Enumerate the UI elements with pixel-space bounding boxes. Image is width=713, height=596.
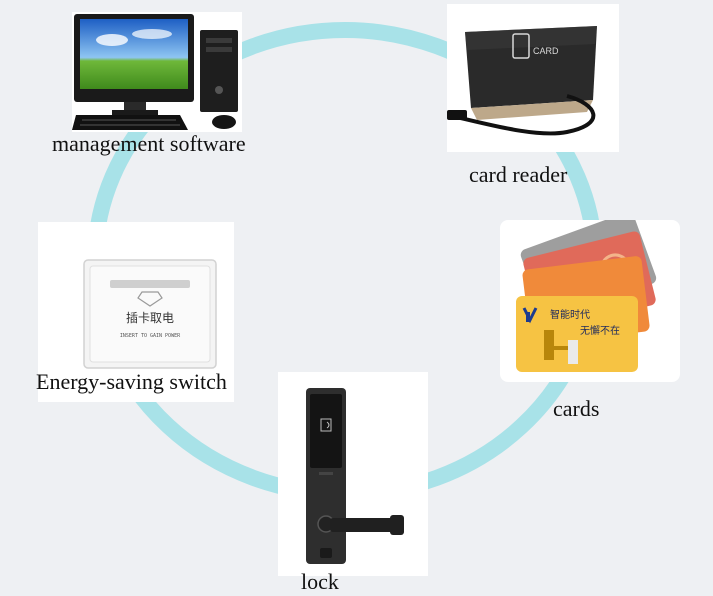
cards-card: 智能时代 无懈不在: [500, 211, 680, 382]
lock-label: lock: [301, 569, 339, 594]
svg-text:智能时代: 智能时代: [550, 308, 590, 321]
management-software-card: [72, 12, 242, 132]
card-reader-icon: CARD: [447, 26, 597, 136]
card-reader-label: card reader: [469, 162, 568, 187]
energy-switch-card: 插卡取电 INSERT TO GAIN POWER: [38, 222, 234, 402]
svg-text:INSERT TO GAIN POWER: INSERT TO GAIN POWER: [120, 333, 181, 339]
energy-switch-icon: 插卡取电 INSERT TO GAIN POWER: [83, 259, 217, 369]
svg-text:无懈不在: 无懈不在: [580, 324, 620, 337]
cards-label: cards: [553, 396, 600, 421]
management-software-label: management software: [52, 131, 246, 156]
svg-text:CARD: CARD: [533, 46, 559, 56]
rfid-cards-icon: 智能时代 无懈不在: [516, 211, 657, 372]
lock-card: [278, 372, 428, 576]
desktop-computer-icon: [72, 14, 238, 130]
card-reader-card: CARD: [447, 4, 619, 152]
energy-switch-label: Energy-saving switch: [36, 369, 227, 394]
door-lock-icon: [306, 388, 404, 564]
svg-text:插卡取电: 插卡取电: [126, 311, 174, 325]
